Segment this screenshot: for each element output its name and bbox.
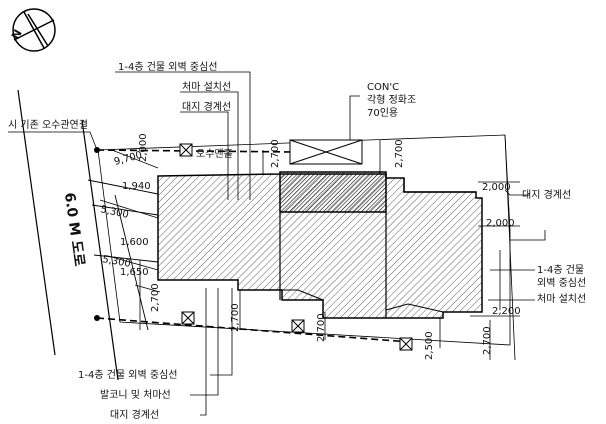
sewer-node-lower bbox=[94, 315, 100, 321]
sewer-line-lower bbox=[96, 317, 411, 343]
leader-lines-top bbox=[8, 71, 360, 200]
dim-label: 1,940 bbox=[122, 181, 151, 192]
dim-label: 1,600 bbox=[120, 237, 149, 248]
label-eave-top: 처마 설치선 bbox=[182, 81, 231, 93]
label-balcony: 발코니 및 처마선 bbox=[100, 389, 171, 401]
lot-boundary bbox=[97, 134, 511, 346]
label-boundary-bottom: 대지 경계선 bbox=[110, 408, 159, 421]
dim-label: 2,700 bbox=[150, 283, 161, 312]
dim-label: 5,300 bbox=[99, 204, 129, 221]
dim-label: 2,000 bbox=[482, 182, 511, 193]
label-wall-center-right-1: 1-4층 건물 bbox=[537, 264, 584, 276]
dim-label: 5,300 bbox=[101, 254, 131, 270]
manhole-icon bbox=[291, 319, 305, 333]
dimension-lines bbox=[99, 140, 520, 360]
dim-label: 2,200 bbox=[492, 306, 521, 317]
label-sewer-connect: 시 기존 오수관연결 bbox=[8, 119, 88, 131]
core-area bbox=[279, 173, 387, 213]
manhole-icon bbox=[181, 311, 195, 325]
leader-lines-bottom bbox=[190, 288, 233, 416]
dim-label: 1,650 bbox=[120, 267, 149, 278]
dim-label: 2,700 bbox=[482, 326, 493, 355]
label-wall-center-bottom: 1-4층 건물 외벽 중심선 bbox=[78, 369, 177, 381]
road-edges bbox=[17, 89, 119, 381]
dim-label: 2,700 bbox=[316, 313, 327, 342]
label-wall-center-right-2: 외벽 중심선 bbox=[537, 277, 586, 289]
manhole-icon bbox=[179, 143, 193, 157]
dim-label: 2,700 bbox=[270, 139, 281, 168]
dim-label: 2,000 bbox=[486, 218, 515, 229]
setback-lines bbox=[87, 179, 159, 331]
dim-label: 2,700 bbox=[230, 303, 241, 332]
dim-label: 2,500 bbox=[424, 331, 435, 360]
sewer-line-upper bbox=[96, 149, 296, 153]
north-arrow-icon bbox=[12, 8, 56, 52]
leader-lines-right bbox=[488, 189, 546, 301]
label-concrete: CON'C bbox=[367, 82, 399, 93]
road-label: 6.0 M 도로 bbox=[61, 192, 87, 268]
north-label: N bbox=[9, 27, 25, 41]
label-boundary-top: 대지 경계선 bbox=[182, 100, 231, 113]
label-eave-right: 처마 설치선 bbox=[537, 293, 586, 305]
label-sewer-outlet: 오수맨홀 bbox=[196, 147, 233, 160]
label-wall-center-top: 1-4층 건물 외벽 중심선 bbox=[118, 61, 217, 73]
dim-label: 2,700 bbox=[394, 139, 405, 168]
manhole-icon bbox=[399, 337, 413, 351]
septic-tank-icon bbox=[289, 139, 363, 165]
label-boundary-right: 대지 경계선 bbox=[522, 188, 571, 201]
dim-label: 2,000 bbox=[138, 133, 149, 162]
label-septic-type: 각형 정화조 bbox=[367, 94, 416, 106]
label-septic-capacity: 70인용 bbox=[367, 107, 398, 119]
